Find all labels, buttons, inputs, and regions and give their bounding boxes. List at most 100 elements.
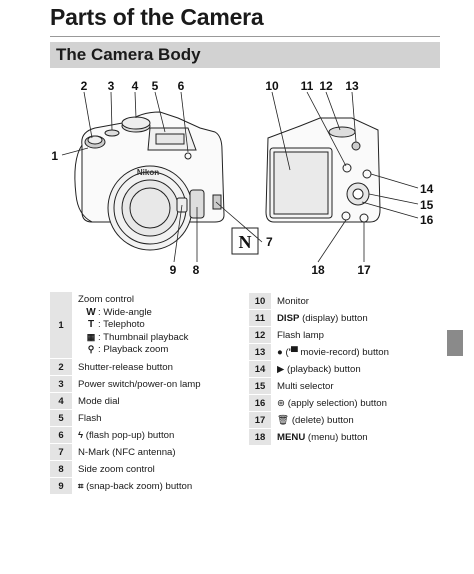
- zoom-item-tele: T : Telephoto: [84, 319, 236, 332]
- row-text: 🗑 (delete) button: [271, 412, 449, 428]
- row-text: Multi selector: [277, 380, 334, 392]
- row-number: 5: [50, 410, 72, 426]
- table-row: 16 ⊛ (apply selection) button: [249, 395, 449, 411]
- zoom-item-playback-zoom: ⚲ : Playback zoom: [84, 344, 236, 357]
- table-row: 14 ▶ (playback) button: [249, 361, 449, 377]
- flash-popup-icon: ϟ: [78, 429, 84, 441]
- zoom-item-text: : Telephoto: [98, 319, 145, 331]
- row-number: 10: [249, 293, 271, 309]
- row-text: Side zoom control: [78, 463, 155, 475]
- camera-brand-label: Nikon: [137, 168, 159, 177]
- section-header: The Camera Body: [50, 42, 440, 68]
- row-number: 3: [50, 376, 72, 392]
- callout-15: 15: [420, 198, 434, 212]
- menu-icon: MENU: [277, 431, 306, 443]
- section-title: The Camera Body: [56, 45, 201, 64]
- row-label: (menu) button: [305, 431, 368, 443]
- zoom-item-text: : Thumbnail playback: [98, 331, 189, 343]
- row-label: (: [282, 346, 289, 358]
- zoom-item-thumbnail: ▦ : Thumbnail playback: [84, 331, 236, 344]
- callout-2: 2: [81, 79, 88, 93]
- row-number: 16: [249, 395, 271, 411]
- parts-table-right: 10 Monitor 11 DISP (display) button 12 F…: [249, 292, 449, 446]
- camera-back-illustration: [265, 117, 381, 223]
- callout-6: 6: [178, 79, 185, 93]
- table-row: 1 Zoom control W : Wide-angle T : Teleph…: [50, 292, 236, 358]
- callout-12: 12: [319, 79, 333, 93]
- callout-10: 10: [265, 79, 279, 93]
- table-row: 15 Multi selector: [249, 378, 449, 394]
- row-number: 9: [50, 478, 72, 494]
- row-number: 4: [50, 393, 72, 409]
- row-number: 6: [50, 427, 72, 443]
- playback-icon: ▶: [277, 363, 285, 375]
- row-number: 15: [249, 378, 271, 394]
- row-text: ● ('▀ movie-record) button: [271, 344, 449, 360]
- row-number: 2: [50, 359, 72, 375]
- callout-3: 3: [108, 79, 115, 93]
- row-text: ϟ (flash pop-up) button: [72, 427, 236, 443]
- row-text: MENU (menu) button: [271, 429, 449, 445]
- row-text: Shutter-release button: [78, 361, 173, 373]
- table-row: 13 ● ('▀ movie-record) button: [249, 344, 449, 360]
- parts-table-left: 1 Zoom control W : Wide-angle T : Teleph…: [50, 291, 236, 495]
- movie-record-icon: '▀: [288, 346, 298, 358]
- disp-icon: DISP: [277, 312, 300, 324]
- table-row: 5 Flash: [50, 410, 236, 426]
- row-text: DISP (display) button: [271, 310, 449, 326]
- row-number: 1: [50, 292, 72, 358]
- row-text: ⌗ (snap-back zoom) button: [72, 478, 236, 494]
- row-label: (playback) button: [284, 363, 361, 375]
- table-row: 7 N-Mark (NFC antenna): [50, 444, 236, 460]
- callout-7: 7: [266, 235, 273, 249]
- apply-selection-icon: ⊛: [277, 397, 286, 409]
- callout-8: 8: [193, 263, 200, 277]
- table-row: 2 Shutter-release button: [50, 359, 236, 375]
- zoom-control-title: Zoom control: [78, 294, 134, 305]
- row-number: 18: [249, 429, 271, 445]
- zoom-control-cell: Zoom control W : Wide-angle T : Telephot…: [72, 292, 236, 358]
- record-dot-icon: ●: [277, 346, 283, 358]
- callout-18: 18: [311, 263, 325, 277]
- callout-16: 16: [420, 213, 434, 227]
- row-label: movie-record) button: [297, 346, 389, 358]
- table-row: 12 Flash lamp: [249, 327, 449, 343]
- row-text: Flash: [78, 412, 102, 424]
- table-row: 17 🗑 (delete) button: [249, 412, 449, 428]
- camera-front-illustration: [74, 111, 225, 251]
- snap-back-zoom-icon: ⌗: [78, 480, 84, 492]
- table-row: 6 ϟ (flash pop-up) button: [50, 427, 236, 443]
- row-label: (apply selection) button: [285, 397, 387, 409]
- row-text: Mode dial: [78, 395, 120, 407]
- callout-13: 13: [345, 79, 359, 93]
- callout-17: 17: [357, 263, 371, 277]
- row-text: Monitor: [277, 295, 309, 307]
- side-tab-marker: [447, 330, 463, 356]
- zoom-item-text: : Wide-angle: [98, 306, 152, 318]
- row-text: ⊛ (apply selection) button: [271, 395, 449, 411]
- trash-icon: 🗑: [277, 414, 290, 426]
- zoom-item-text: : Playback zoom: [98, 344, 169, 356]
- row-number: 7: [50, 444, 72, 460]
- magnifier-icon: ⚲: [87, 344, 95, 355]
- callout-9: 9: [170, 263, 177, 277]
- table-row: 8 Side zoom control: [50, 461, 236, 477]
- row-label: (display) button: [299, 312, 368, 324]
- row-label: (snap-back zoom) button: [83, 480, 193, 492]
- row-number: 12: [249, 327, 271, 343]
- table-row: 11 DISP (display) button: [249, 310, 449, 326]
- title-divider: [50, 36, 440, 37]
- callout-5: 5: [152, 79, 159, 93]
- telephoto-icon: T: [87, 319, 95, 331]
- row-text: N-Mark (NFC antenna): [78, 446, 176, 458]
- callout-1: 1: [51, 149, 58, 163]
- row-text: ▶ (playback) button: [271, 361, 449, 377]
- table-row: 10 Monitor: [249, 293, 449, 309]
- table-row: 3 Power switch/power-on lamp: [50, 376, 236, 392]
- page-title: Parts of the Camera: [50, 4, 264, 30]
- table-row: 9 ⌗ (snap-back zoom) button: [50, 478, 236, 494]
- row-number: 11: [249, 310, 271, 326]
- row-number: 8: [50, 461, 72, 477]
- row-number: 13: [249, 344, 271, 360]
- table-row: 18 MENU (menu) button: [249, 429, 449, 445]
